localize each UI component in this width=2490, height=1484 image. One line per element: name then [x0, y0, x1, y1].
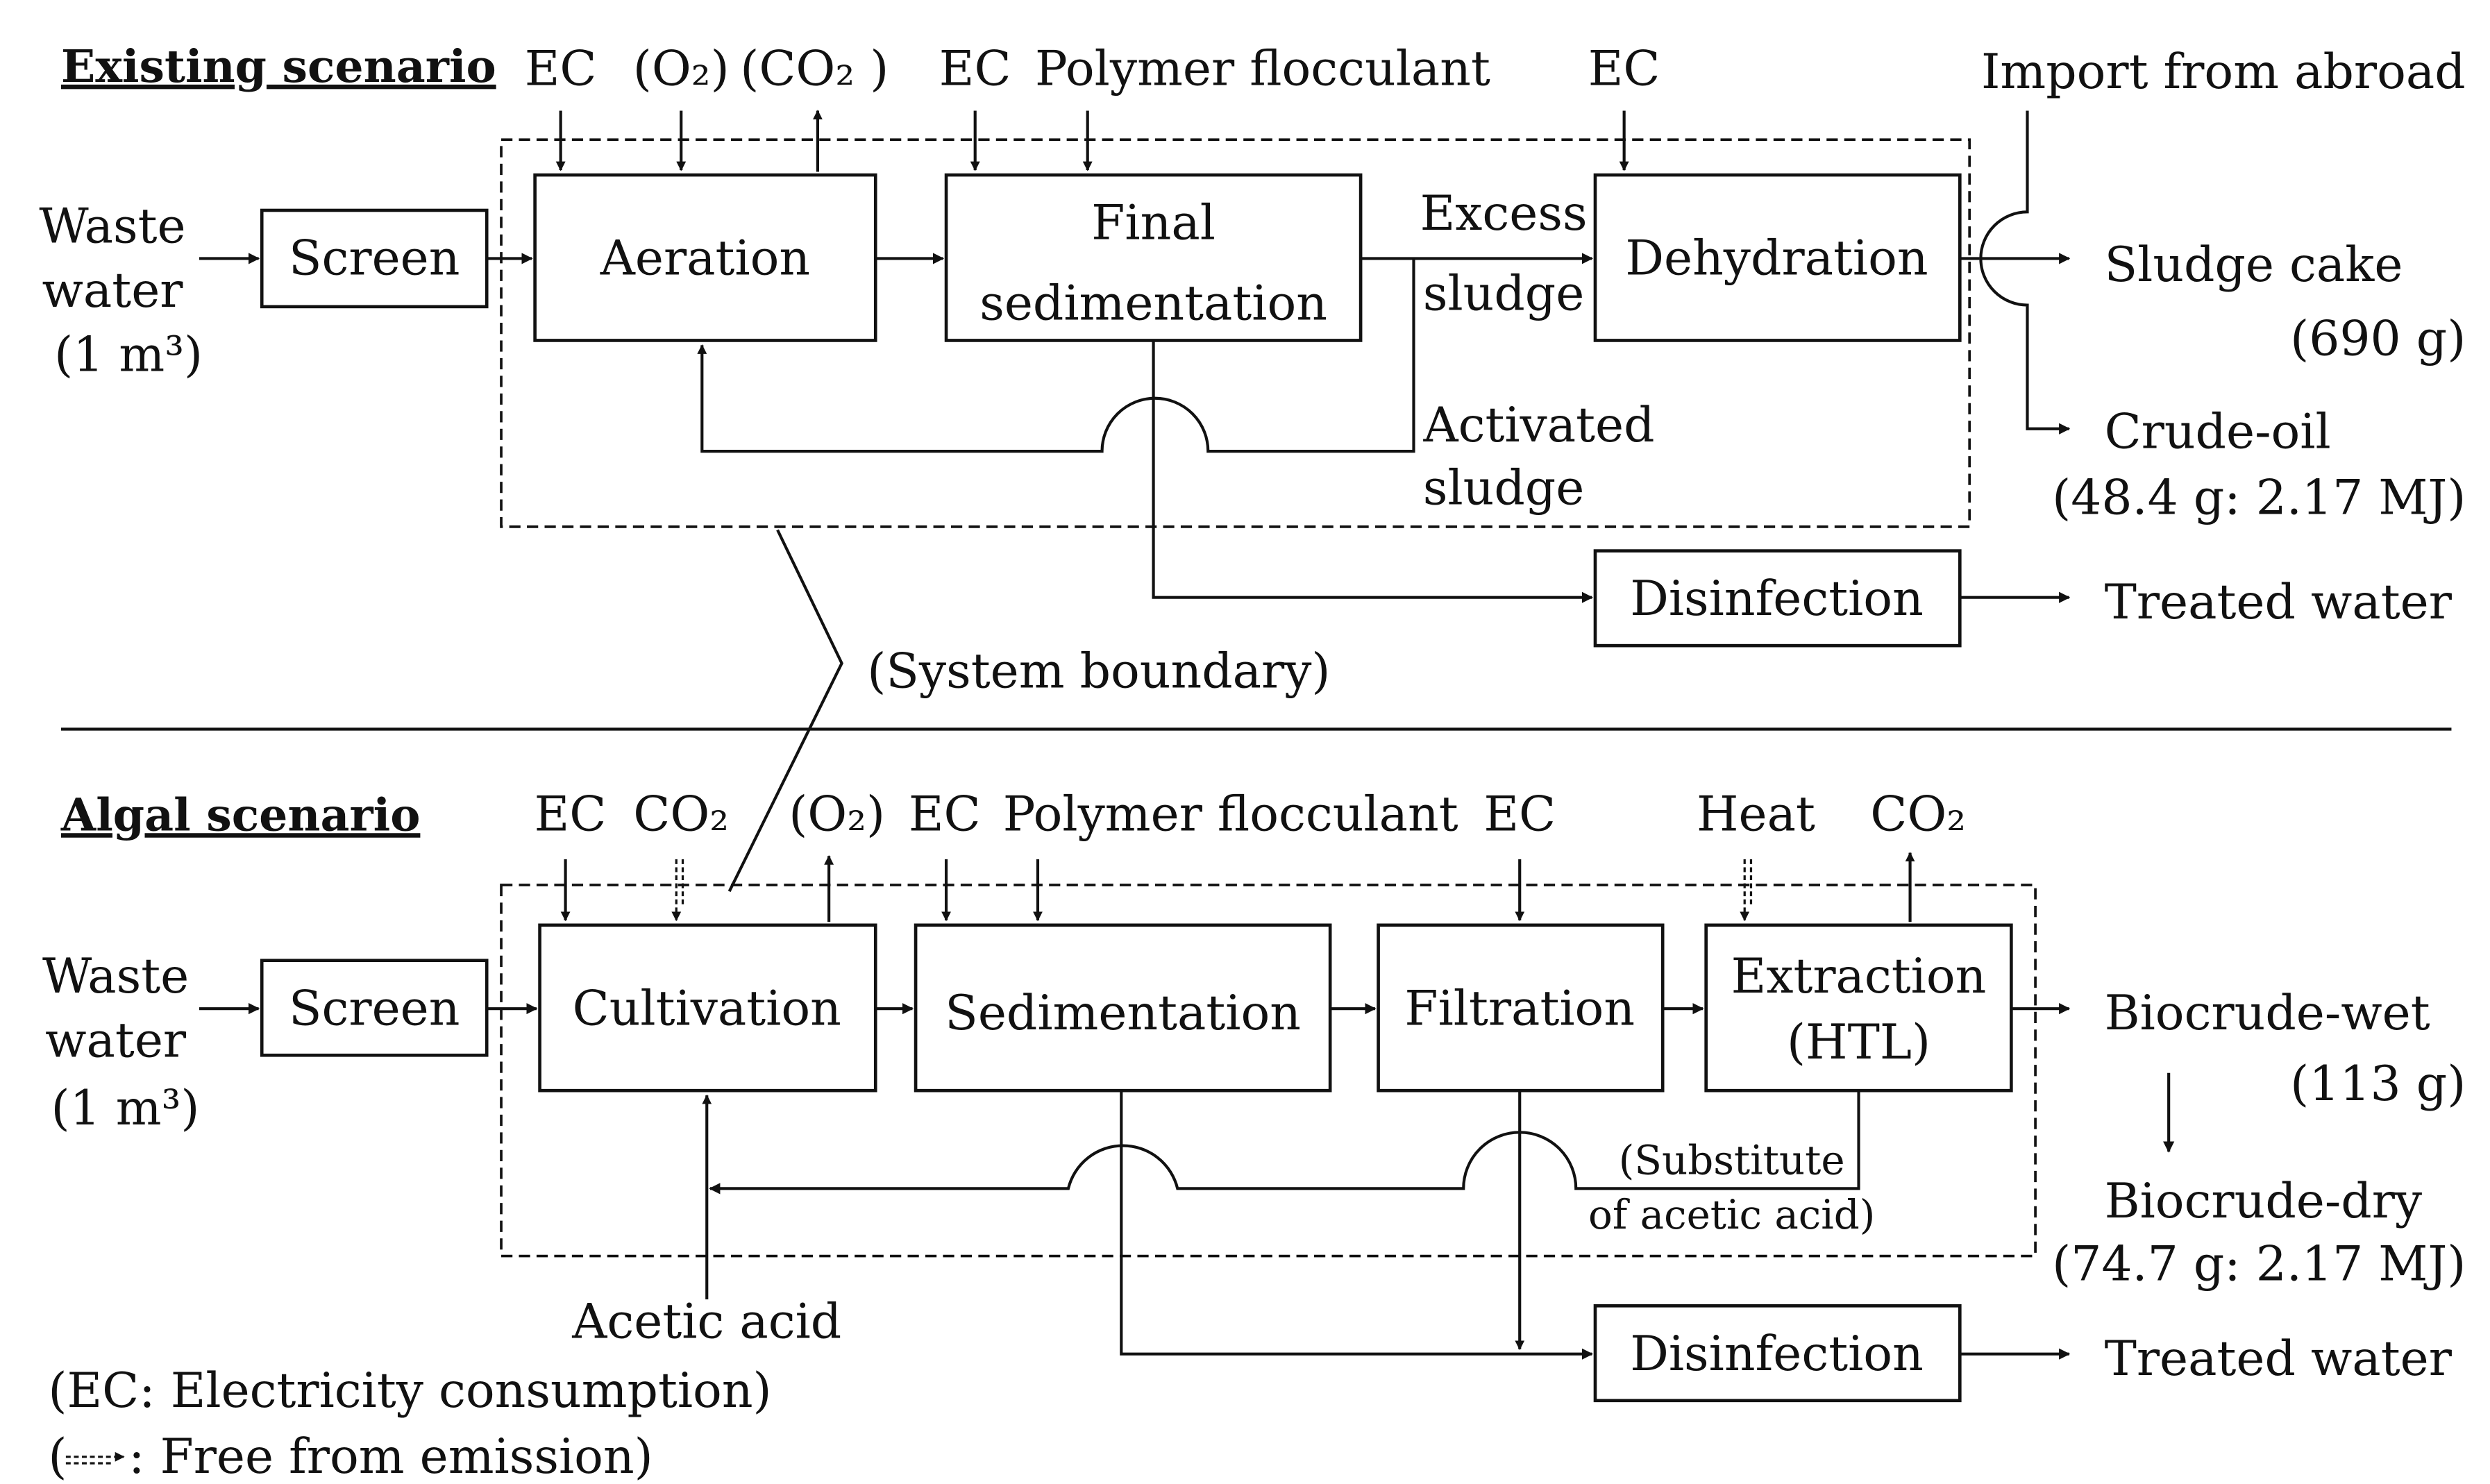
algal-flocculant-label: Polymer flocculant: [1003, 786, 1458, 842]
algal-o2-label: (O₂): [789, 786, 885, 842]
extraction-label-line2: (HTL): [1787, 1015, 1930, 1070]
legend: (EC: Electricity consumption) ( : Free f…: [48, 1363, 771, 1484]
substitute-return-line: [709, 1090, 1860, 1195]
existing-o2-label: (O₂): [633, 41, 730, 96]
final-sedimentation-label-line1: Final: [1091, 196, 1215, 251]
biocrude-dry-label: Biocrude-dry: [2105, 1174, 2423, 1229]
algal-scenario: Algal scenario Waste water (1 m³) Screen…: [42, 786, 2466, 1403]
cultivation-label: Cultivation: [573, 981, 841, 1036]
activated-sludge-line1: Activated: [1422, 398, 1654, 453]
substitute-label-line1: (Substitute: [1619, 1137, 1845, 1184]
algal-input-line1: Waste: [42, 949, 189, 1004]
final-sedimentation-label-line2: sedimentation: [979, 276, 1327, 331]
existing-disinfection-box: [1593, 549, 1962, 648]
excess-sludge-line2: sludge: [1423, 266, 1584, 321]
acetic-acid-label: Acetic acid: [571, 1295, 841, 1350]
import-from-abroad-label: Import from abroad: [1981, 44, 2466, 100]
existing-input-line1: Waste: [39, 199, 185, 254]
algal-co2-out-label: CO₂: [1870, 786, 1966, 842]
existing-treated-water-label: Treated water: [2105, 575, 2453, 630]
sludge-cake-label: Sludge cake: [2105, 237, 2403, 293]
algal-ec2-label: EC: [909, 786, 981, 842]
aeration-label: Aeration: [600, 231, 810, 287]
crude-oil-label: Crude-oil: [2105, 405, 2331, 460]
system-boundary-label: (System boundary): [867, 643, 1330, 699]
algal-co2-label: CO₂: [633, 786, 729, 842]
aeration-box: [533, 173, 877, 342]
crude-oil-detail: (48.4 g: 2.17 MJ): [2052, 470, 2466, 525]
extraction-box: [1704, 923, 2013, 1093]
sedimentation-box: [914, 923, 1332, 1093]
filtration-box: [1377, 923, 1665, 1093]
existing-water-to-disinfection-line: [1152, 340, 1593, 603]
activated-sludge-line2: sludge: [1423, 460, 1584, 516]
substitute-label-line2: of acetic acid): [1588, 1191, 1875, 1238]
cultivation-box: [538, 923, 877, 1093]
sludge-cake-mass: (690 g): [2290, 311, 2466, 366]
algal-treated-water-label: Treated water: [2105, 1331, 2453, 1387]
system-boundary-pointer: [727, 529, 843, 893]
algal-scenario-title: Algal scenario: [60, 789, 420, 841]
biocrude-dry-detail: (74.7 g: 2.17 MJ): [2052, 1236, 2466, 1292]
algal-input-line3: (1 m³): [51, 1081, 199, 1136]
existing-ec1-label: EC: [525, 41, 597, 96]
existing-screen-box: [260, 208, 489, 309]
filtration-label: Filtration: [1404, 981, 1635, 1036]
biocrude-wet-mass: (113 g): [2290, 1056, 2466, 1112]
excess-sludge-line1: Excess: [1420, 186, 1588, 242]
legend-free-prefix: (: [48, 1429, 67, 1484]
algal-sed-water-line: [1120, 1090, 1593, 1360]
algal-disinfection-box: [1593, 1304, 1962, 1403]
legend-free: : Free from emission): [128, 1429, 653, 1484]
existing-input-line2: water: [42, 263, 184, 319]
existing-disinfection-label: Disinfection: [1630, 571, 1924, 627]
algal-ec3-label: EC: [1483, 786, 1556, 842]
existing-scenario: Existing scenario Waste water (1 m³) Scr…: [39, 40, 2466, 893]
import-to-crude-oil-line: [1979, 110, 2071, 435]
existing-ec2-label: EC: [939, 41, 1011, 96]
heat-label: Heat: [1697, 786, 1815, 842]
existing-system-boundary: [500, 138, 1971, 528]
biocrude-wet-label: Biocrude-wet: [2105, 986, 2430, 1041]
algal-screen-label: Screen: [289, 981, 460, 1036]
algal-ec1-label: EC: [535, 786, 607, 842]
activated-sludge-return-line: [697, 258, 1415, 453]
existing-scenario-title: Existing scenario: [61, 40, 496, 93]
dehydration-box: [1593, 173, 1962, 342]
algal-input-line2: water: [45, 1013, 187, 1069]
existing-screen-label: Screen: [289, 231, 460, 287]
algal-disinfection-label: Disinfection: [1630, 1326, 1924, 1382]
existing-flocculant-label: Polymer flocculant: [1035, 41, 1490, 96]
legend-ec: (EC: Electricity consumption): [48, 1363, 771, 1419]
existing-ec3-label: EC: [1588, 41, 1660, 96]
existing-input-line3: (1 m³): [54, 327, 203, 382]
algal-system-boundary: [500, 884, 2037, 1258]
dehydration-label: Dehydration: [1625, 231, 1928, 287]
extraction-label-line1: Extraction: [1731, 949, 1987, 1004]
existing-co2-label: (CO₂ ): [740, 41, 889, 96]
sedimentation-label: Sedimentation: [945, 986, 1301, 1041]
